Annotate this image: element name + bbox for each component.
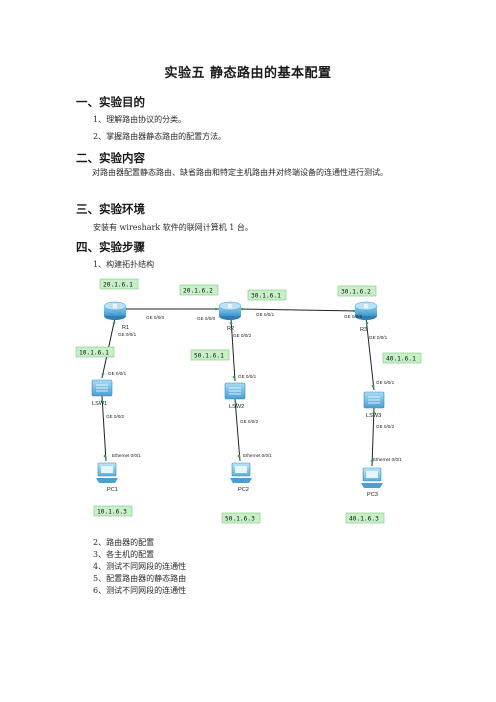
port-pc2-eth: Ethernet 0/0/1 (243, 453, 272, 458)
svg-text:50.1.6.1: 50.1.6.1 (194, 353, 224, 360)
network-topology-diagram: R R R (75, 278, 422, 524)
pc2-icon[interactable] (230, 462, 252, 483)
label-pc2: PC2 (238, 487, 249, 493)
environment-text: 安装有 wireshark 软件的联网计算机 1 台。 (93, 223, 253, 232)
svg-text:R: R (113, 304, 118, 311)
step-6: 6、测试不同网段的连通性 (93, 586, 187, 595)
link-lsw1-pc1 (101, 395, 107, 462)
ip-label-pc2: 50.1.6.3 (221, 512, 261, 524)
content-paragraph: 对路由器配置静态路由、缺省路由和特定主机路由并对终端设备的连通性进行测试。 (92, 168, 388, 177)
ip-label-pc3: 40.1.6.3 (345, 512, 385, 524)
svg-text:40.1.6.3: 40.1.6.3 (349, 516, 379, 523)
link-r2-lsw2 (230, 317, 236, 382)
port-lsw2-g001: GE 0/0/1 (238, 374, 257, 379)
step-1: 1、构建拓扑结构 (93, 260, 155, 269)
step-3: 3、各主机的配置 (93, 550, 155, 559)
svg-text:30.1.6.1: 30.1.6.1 (251, 293, 281, 300)
step-2: 2、路由器的配置 (93, 538, 155, 547)
section-heading-purpose: 一、实验目的 (76, 95, 145, 109)
port-r2-g000: GE 0/0/0 (197, 316, 216, 321)
svg-text:10.1.6.1: 10.1.6.1 (79, 350, 109, 357)
step-4: 4、测试不同网段的连通性 (93, 562, 187, 571)
port-pc1-eth: Ethernet 0/0/1 (112, 453, 141, 458)
port-r1-g000: GE 0/0/0 (146, 315, 165, 320)
ip-label-r3-bottom: 40.1.6.1 (382, 352, 422, 364)
link-lsw3-pc3 (371, 407, 375, 467)
svg-text:20.1.6.1: 20.1.6.1 (103, 282, 133, 289)
port-lsw2-g002: GE 0/0/2 (240, 419, 259, 424)
link-status-dots (100, 307, 376, 463)
label-lsw2: LSW2 (229, 404, 244, 410)
router-r3-icon[interactable]: R (354, 301, 378, 320)
router-r1-icon[interactable]: R (103, 301, 127, 320)
ip-label-r3-top: 30.1.6.2 (337, 285, 377, 297)
ip-label-r2-top-left: 20.1.6.2 (179, 284, 219, 296)
ip-label-pc1: 10.1.6.3 (93, 505, 133, 517)
svg-text:40.1.6.1: 40.1.6.1 (386, 356, 416, 363)
purpose-item-2: 2、掌握路由器静态路由的配置方法。 (93, 132, 227, 141)
switch-lsw1-icon[interactable] (91, 379, 113, 397)
section-heading-steps: 四、实验步骤 (76, 240, 145, 254)
port-pc3-eth: Ethernet 0/0/1 (373, 457, 402, 462)
pc1-icon[interactable] (96, 462, 118, 483)
svg-text:20.1.6.2: 20.1.6.2 (183, 288, 213, 295)
link-r3-lsw3 (365, 317, 375, 391)
port-lsw3-g002: GE 0/0/2 (376, 424, 395, 429)
page-title: 实验五 静态路由的基本配置 (164, 66, 332, 81)
svg-text:50.1.6.3: 50.1.6.3 (225, 516, 255, 523)
label-pc3: PC3 (367, 492, 378, 498)
port-lsw1-g001: GE 0/0/1 (108, 371, 127, 376)
links (101, 308, 375, 467)
port-lsw1-g002: GE 0/0/2 (106, 414, 125, 419)
link-lsw2-pc2 (234, 398, 241, 462)
router-r2-icon[interactable]: R (218, 301, 242, 320)
port-r2-g001: GE 0/0/1 (256, 312, 275, 317)
ip-label-r1-top: 20.1.6.1 (99, 278, 139, 290)
port-lsw3-g001: GE 0/0/1 (376, 380, 395, 385)
svg-text:R: R (364, 304, 369, 311)
label-r2: R2 (227, 326, 234, 332)
port-r3-g000: GE 0/0/0 (344, 314, 363, 319)
purpose-item-1: 1、理解路由协议的分类。 (93, 115, 187, 124)
label-lsw1: LSW1 (92, 401, 107, 407)
step-5: 5、配置路由器的静态路由 (93, 574, 187, 583)
label-r3: R3 (360, 327, 367, 333)
port-r2-g002: GE 0/0/2 (233, 333, 252, 338)
label-r1: R1 (122, 325, 129, 331)
svg-text:10.1.6.3: 10.1.6.3 (97, 509, 127, 516)
switch-lsw3-icon[interactable] (363, 391, 385, 409)
port-r3-g001: GE 0/0/1 (369, 335, 388, 340)
label-lsw3: LSW3 (366, 413, 381, 419)
label-pc1: PC1 (107, 487, 118, 493)
ip-label-r2-top-right: 30.1.6.1 (247, 289, 287, 301)
switch-lsw2-icon[interactable] (224, 382, 246, 400)
port-r1-g001: GE 0/0/1 (118, 332, 137, 337)
section-heading-environment: 三、实验环境 (76, 202, 145, 216)
svg-text:30.1.6.2: 30.1.6.2 (341, 289, 371, 296)
svg-text:R: R (228, 304, 233, 311)
link-r2-r3 (237, 308, 359, 312)
ip-label-r1-bottom: 10.1.6.1 (75, 346, 115, 358)
pc3-icon[interactable] (361, 467, 383, 488)
section-heading-content: 二、实验内容 (76, 151, 145, 165)
ip-label-r2-bottom: 50.1.6.1 (190, 349, 230, 361)
